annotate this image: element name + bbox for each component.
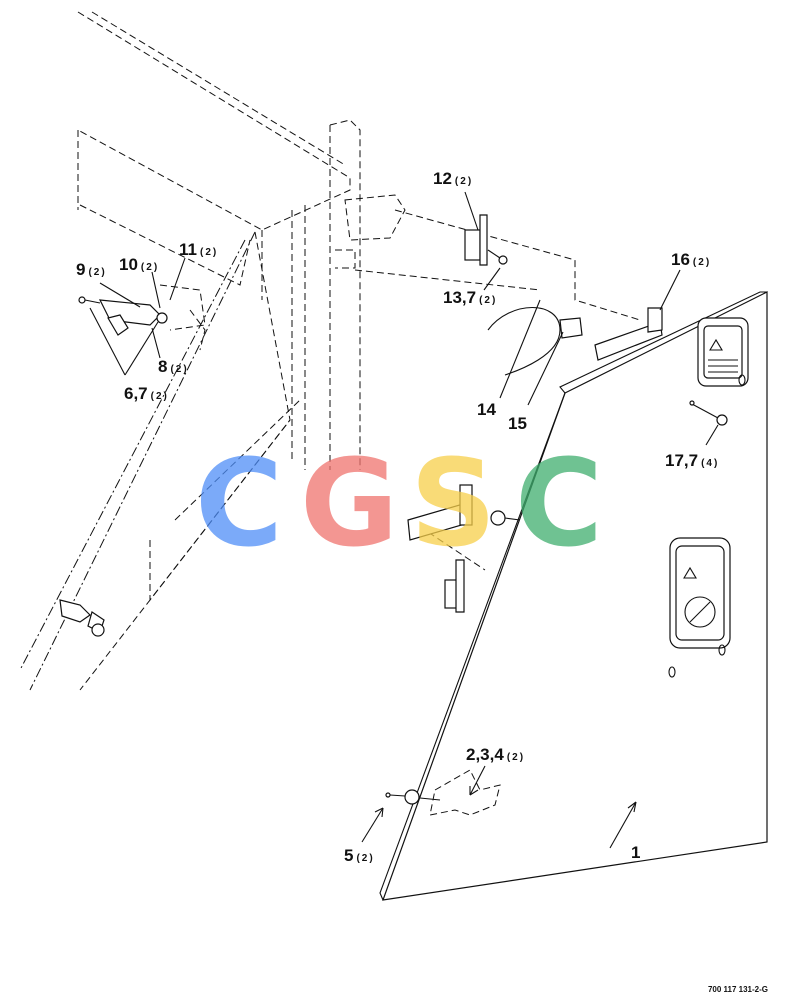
callout-15: 15 xyxy=(508,414,527,433)
callout-11: 11(2) xyxy=(179,240,218,259)
callout-8: 8(2) xyxy=(158,357,189,376)
callout-2-3-4: 2,3,4(2) xyxy=(466,745,525,764)
callout-16: 16(2) xyxy=(671,250,711,269)
callout-1: 1 xyxy=(631,843,640,862)
rear-latch-assembly xyxy=(59,296,168,637)
watermark-letter-c2: C xyxy=(515,435,603,574)
door-panel xyxy=(379,291,768,901)
callout-labels: 1 2,3,4(2) 5(2) 6,7(2) 8(2) 9(2) 10(2) 1… xyxy=(76,169,719,865)
fasteners xyxy=(385,400,728,805)
callout-17-7: 17,7(4) xyxy=(665,451,719,470)
watermark-letter-g: G xyxy=(300,435,399,574)
middle-hinge-parts xyxy=(407,484,521,613)
callout-6-7: 6,7(2) xyxy=(124,384,169,403)
callout-12: 12(2) xyxy=(433,169,473,188)
upper-hinge-parts xyxy=(464,214,663,376)
watermark-letter-c1: C xyxy=(195,435,283,574)
callout-13-7: 13,7(2) xyxy=(443,288,497,307)
callout-5: 5(2) xyxy=(344,846,375,865)
watermark: C G S C xyxy=(195,435,603,574)
callout-10: 10(2) xyxy=(119,255,159,274)
watermark-letter-s: S xyxy=(410,435,496,574)
reference-number: 700 117 131-2-G xyxy=(708,985,768,994)
callout-14: 14 xyxy=(477,400,496,419)
callout-9: 9(2) xyxy=(76,260,107,279)
leader-lines xyxy=(89,191,719,849)
